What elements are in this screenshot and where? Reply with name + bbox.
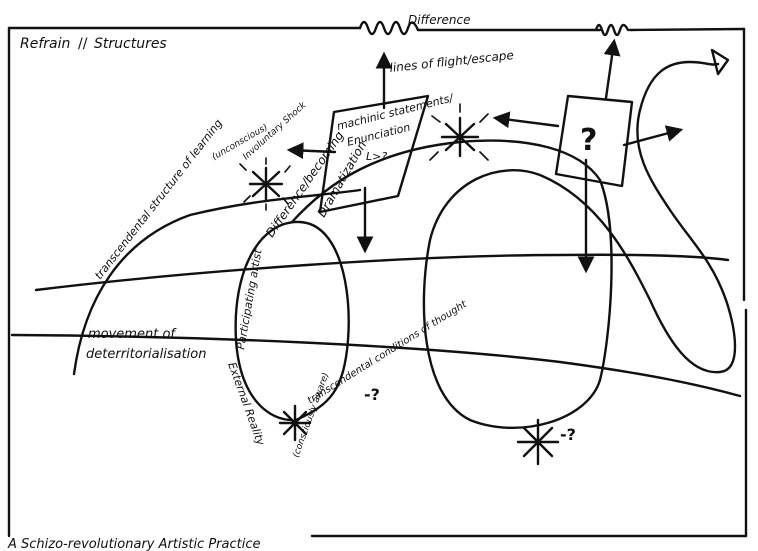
corner-divider: // bbox=[78, 36, 88, 52]
right-wave bbox=[594, 23, 630, 37]
lines-of-flight-label: lines of flight/escape bbox=[389, 48, 515, 75]
bottom-star-icon bbox=[516, 418, 560, 466]
upper-horizontal-line bbox=[34, 253, 730, 292]
difference-wave bbox=[358, 20, 420, 36]
deterritorialisation-label: deterritorialisation bbox=[86, 347, 207, 362]
corner-subtitle: Structures bbox=[94, 36, 167, 52]
participating-loop bbox=[234, 220, 350, 422]
conditions-question-label: -? bbox=[364, 385, 380, 404]
enunciation-star-icon bbox=[429, 103, 489, 161]
consciously-aware-label: (consciously aware) bbox=[291, 371, 331, 459]
transcendental-arc bbox=[72, 188, 362, 376]
question-box-right-arrow bbox=[622, 125, 684, 147]
lower-horizontal-line bbox=[10, 333, 742, 398]
box-question-mark: ? bbox=[580, 123, 597, 158]
end-triangle bbox=[710, 48, 730, 76]
question-box-left-arrow bbox=[492, 111, 560, 129]
external-reality-label: External Reality bbox=[225, 361, 267, 448]
enunciation-arrow-label: L>? bbox=[366, 150, 387, 163]
footer-caption: A Schizo-revolutionary Artistic Practice bbox=[7, 537, 260, 551]
shock-star-icon bbox=[239, 157, 291, 211]
participating-artist-label: Participating artist bbox=[234, 248, 265, 351]
question-box-up-arrow bbox=[603, 38, 621, 100]
enunciation-box bbox=[318, 94, 430, 214]
corner-title: Refrain bbox=[20, 36, 70, 52]
bottom-star-question-label: -? bbox=[560, 425, 576, 444]
question-box bbox=[554, 94, 634, 188]
conditions-star-icon bbox=[278, 404, 312, 442]
difference-top-label: Difference bbox=[408, 13, 471, 27]
movement-of-label: movement of bbox=[88, 327, 177, 342]
transcendental-conditions-label: transcendental conditions of thought bbox=[306, 298, 470, 406]
frame bbox=[7, 26, 748, 538]
transcendental-structure-label: transcendental structure of learning bbox=[92, 117, 225, 282]
main-flow-curve bbox=[290, 60, 737, 429]
